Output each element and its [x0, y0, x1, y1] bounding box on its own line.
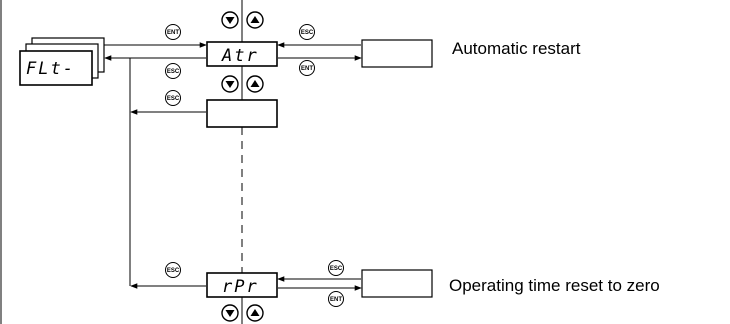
esc-button-rpr: ESC — [165, 262, 181, 278]
flt-menu-code: FLt- — [26, 59, 75, 79]
down-arrow-button-icon — [221, 11, 239, 29]
ent-button-atr-value: ENT — [299, 60, 315, 76]
svg-text:ENT: ENT — [167, 30, 179, 36]
down-arrow-button-icon — [221, 75, 239, 93]
flt-menu-stack: FLt- — [19, 37, 105, 86]
param-box-rpr — [206, 272, 278, 298]
up-arrow-button-icon — [246, 75, 264, 93]
value-box-rpr — [361, 269, 433, 298]
esc-button-atr-value: ESC — [299, 24, 315, 40]
svg-text:ESC: ESC — [167, 96, 180, 102]
down-arrow-button-icon — [221, 304, 239, 322]
esc-button-rpr-value: ESC — [328, 260, 344, 276]
svg-text:ENT: ENT — [330, 297, 342, 303]
up-arrow-button-icon — [246, 304, 264, 322]
ent-button-flt-atr: ENT — [165, 24, 181, 40]
menu-stack-front — [19, 50, 93, 86]
param-code-rpr: rPr — [222, 277, 259, 297]
param-box-middle — [206, 99, 278, 128]
up-arrow-button-icon — [246, 11, 264, 29]
description-rpr: Operating time reset to zero — [449, 276, 660, 295]
esc-button-atr-flt: ESC — [165, 63, 181, 79]
svg-text:ENT: ENT — [301, 66, 313, 72]
ent-button-rpr-value: ENT — [328, 291, 344, 307]
param-code-atr: Atr — [221, 46, 259, 66]
svg-text:ESC: ESC — [167, 69, 180, 75]
svg-text:ESC: ESC — [330, 266, 343, 272]
esc-button-middle: ESC — [165, 90, 181, 106]
description-atr: Automatic restart — [452, 39, 581, 58]
value-box-atr — [361, 39, 433, 68]
svg-text:ESC: ESC — [301, 30, 314, 36]
svg-text:ESC: ESC — [167, 268, 180, 274]
